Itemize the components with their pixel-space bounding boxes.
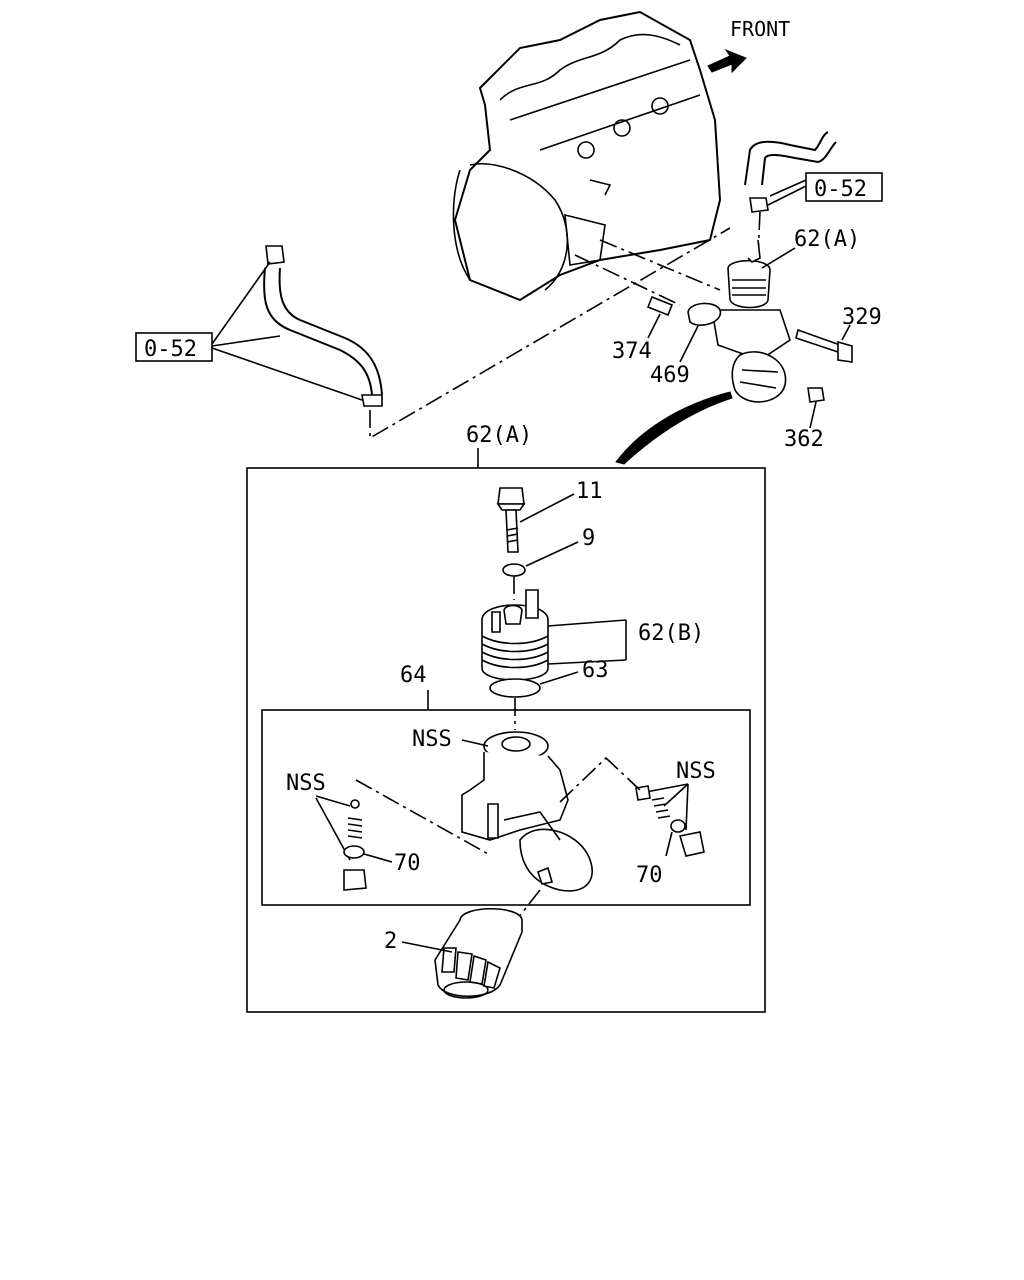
label-62a-box: 62(A)	[466, 423, 532, 448]
ref-0-52-left: 0-52	[135, 332, 213, 362]
left-valve-parts: NSS 70	[286, 771, 491, 891]
cooler-housing: NSS	[412, 727, 593, 892]
bolt-11: 11	[496, 479, 603, 553]
label-63: 63	[582, 658, 609, 683]
upper-hose	[744, 131, 837, 256]
front-label: FRONT	[730, 17, 790, 41]
label-70-right: 70	[636, 863, 663, 888]
front-direction: FRONT	[707, 17, 790, 74]
label-374: 374	[612, 339, 652, 364]
label-329: 329	[842, 305, 882, 330]
engine-block	[452, 10, 722, 302]
label-362: 362	[784, 427, 824, 452]
label-9: 9	[582, 526, 595, 551]
label-nss-left: NSS	[286, 771, 326, 796]
ref-0-52-left-label: 0-52	[144, 337, 197, 362]
assembled-oil-cooler	[574, 239, 853, 403]
label-469: 469	[650, 363, 690, 388]
ref-0-52-upper-label: 0-52	[814, 177, 867, 202]
label-70-left: 70	[394, 851, 421, 876]
oil-filter-2: 2	[384, 907, 523, 999]
detail-box-62a: 62(A)	[246, 423, 766, 1013]
sub-box-64: 64	[261, 663, 751, 906]
label-nss-right: NSS	[676, 759, 716, 784]
label-2: 2	[384, 929, 397, 954]
oring-63: 63	[489, 658, 609, 698]
ref-0-52-upper-right: 0-52	[805, 172, 883, 202]
cooler-element-62b: 62(B)	[481, 589, 704, 681]
right-valve-parts: NSS 70	[559, 756, 716, 888]
label-nss-center: NSS	[412, 727, 452, 752]
top-callouts: 62(A) 329 374 469 362	[612, 227, 882, 452]
front-arrow-icon	[707, 48, 747, 74]
washer-9: 9	[502, 526, 595, 577]
label-11: 11	[576, 479, 603, 504]
label-64: 64	[400, 663, 427, 688]
label-62b: 62(B)	[638, 621, 704, 646]
detail-arrow	[615, 391, 733, 465]
left-hose	[211, 227, 731, 440]
label-62a-top: 62(A)	[794, 227, 860, 252]
